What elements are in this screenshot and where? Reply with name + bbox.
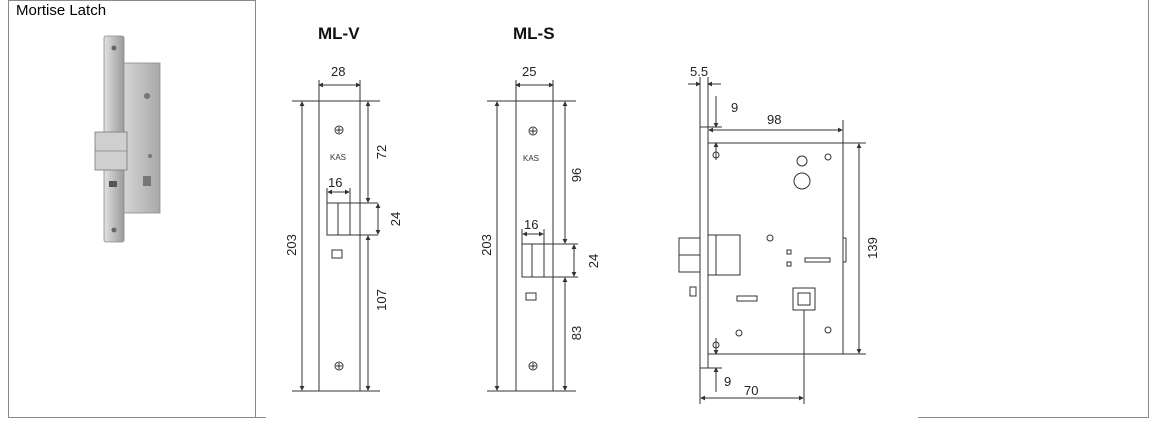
- frame-right-edge: [1148, 0, 1149, 418]
- brand-label-ml-v: KAS: [330, 153, 346, 162]
- dim-ml-s-latch-height: 24: [586, 254, 601, 268]
- brand-label-ml-s: KAS: [523, 154, 539, 163]
- dim-ml-s-width: 25: [522, 64, 536, 79]
- dim-ml-v-top: 72: [374, 145, 389, 159]
- dim-bottom-offset: 9: [724, 374, 731, 389]
- dim-ml-v-latch-width: 16: [328, 175, 342, 190]
- frame-bottom-left: [8, 417, 266, 418]
- dim-ml-v-bottom: 107: [374, 289, 389, 311]
- dim-ml-s-bottom: 83: [569, 326, 584, 340]
- dim-height: 139: [865, 237, 880, 259]
- dim-top-offset: 9: [731, 100, 738, 115]
- model-title-ml-s: ML-S: [513, 24, 555, 43]
- dim-ml-s-top: 96: [569, 168, 584, 182]
- panel-divider: [255, 0, 256, 418]
- side-view-drawing: [678, 77, 866, 404]
- lock-photo: [94, 35, 161, 243]
- dim-ml-s-latch-width: 16: [524, 217, 538, 232]
- dim-depth: 98: [767, 112, 781, 127]
- dim-faceplate: 5.5: [690, 64, 708, 79]
- model-title-ml-v: ML-V: [318, 24, 360, 43]
- ml-v-drawing: [292, 80, 381, 392]
- frame-bottom-right: [918, 417, 1149, 418]
- dim-backset: 70: [744, 383, 758, 398]
- dim-ml-s-total: 203: [479, 234, 494, 256]
- dim-ml-v-total: 203: [284, 234, 299, 256]
- dim-ml-v-width: 28: [331, 64, 345, 79]
- ml-s-drawing: [487, 80, 578, 392]
- dim-ml-v-latch-height: 24: [388, 212, 403, 226]
- panel-title: Mortise Latch: [16, 2, 107, 19]
